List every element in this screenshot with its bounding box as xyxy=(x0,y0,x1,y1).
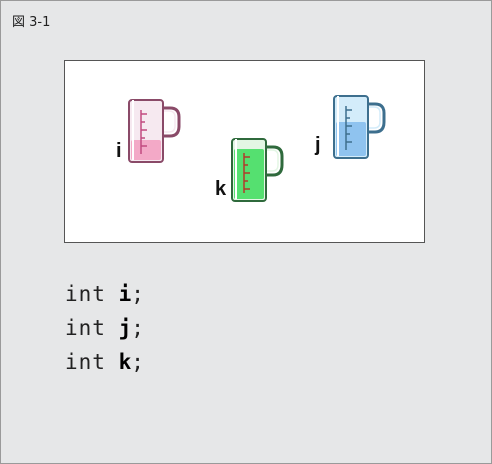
code-semicolon: ; xyxy=(131,316,144,340)
variables-panel: i k j xyxy=(64,60,425,243)
declaration-i: int i; xyxy=(65,277,144,311)
variable-label-j: j xyxy=(315,134,321,156)
measuring-cup-j-icon xyxy=(333,95,386,159)
code-keyword: int xyxy=(65,282,106,306)
code-keyword: int xyxy=(65,350,106,374)
measuring-cup-i-icon xyxy=(128,99,181,163)
code-semicolon: ; xyxy=(131,350,144,374)
code-block: int i; int j; int k; xyxy=(65,277,144,379)
code-identifier: j xyxy=(118,316,132,340)
code-identifier: k xyxy=(118,350,132,374)
measuring-cup-k-icon xyxy=(231,138,284,202)
figure-label: 図 3-1 xyxy=(12,15,51,30)
variable-label-i: i xyxy=(116,140,122,162)
code-keyword: int xyxy=(65,316,106,340)
declaration-k: int k; xyxy=(65,345,144,379)
code-identifier: i xyxy=(118,282,132,306)
declaration-j: int j; xyxy=(65,311,144,345)
code-semicolon: ; xyxy=(131,282,144,306)
variable-label-k: k xyxy=(215,178,227,200)
